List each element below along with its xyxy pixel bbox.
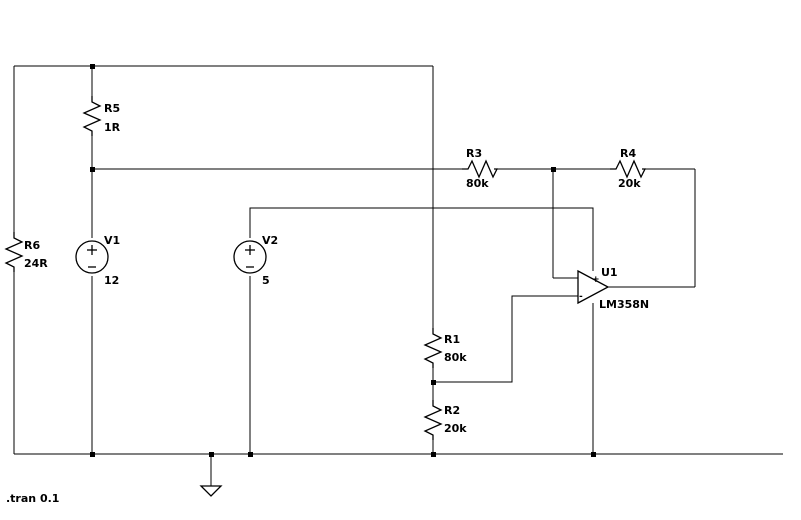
resistor-r3: R3 80k <box>462 147 499 190</box>
v1-value: 12 <box>104 274 119 287</box>
resistor-r3-zigzag <box>462 159 499 179</box>
junctions <box>90 64 596 457</box>
r5-ref: R5 <box>104 102 120 115</box>
opamp-triangle <box>577 269 610 305</box>
ground-symbol <box>199 485 223 497</box>
r6-value: 24R <box>24 257 48 270</box>
v1-circle <box>75 240 109 274</box>
voltage-source-v1: V1 12 <box>75 234 120 287</box>
resistor-r2: R2 20k <box>423 400 467 440</box>
v2-value: 5 <box>262 274 270 287</box>
wire-v2-supply <box>249 207 594 271</box>
junction-dot <box>248 452 253 457</box>
junction-dot <box>591 452 596 457</box>
junction-dot <box>90 452 95 457</box>
r4-ref: R4 <box>620 147 636 160</box>
resistor-r5: R5 1R <box>82 96 121 136</box>
junction-dot <box>90 64 95 69</box>
opamp-pin-noninv-symbol: + <box>592 275 600 285</box>
r4-value: 20k <box>618 177 641 190</box>
resistor-r6-zigzag <box>4 232 24 272</box>
r1-value: 80k <box>444 351 467 364</box>
resistor-r1: R1 80k <box>423 328 467 368</box>
resistor-r4-zigzag <box>610 159 647 179</box>
voltage-source-v2: V2 5 <box>233 234 278 287</box>
r5-value: 1R <box>104 121 121 134</box>
r2-ref: R2 <box>444 404 460 417</box>
junction-dot <box>90 167 95 172</box>
r6-ref: R6 <box>24 239 40 252</box>
u1-value: LM358N <box>599 298 649 311</box>
junction-dot <box>209 452 214 457</box>
spice-directive: .tran 0.1 <box>6 492 59 505</box>
v2-ref: V2 <box>262 234 278 247</box>
resistor-r6: R6 24R <box>4 232 48 272</box>
r2-value: 20k <box>444 422 467 435</box>
opamp-pin-inv-symbol: - <box>579 292 583 302</box>
resistor-r1-zigzag <box>423 328 443 368</box>
opamp-u1: + - U1 LM358N <box>577 266 649 311</box>
resistor-r5-zigzag <box>82 96 102 136</box>
resistor-r4: R4 20k <box>610 147 647 190</box>
r3-ref: R3 <box>466 147 482 160</box>
r1-ref: R1 <box>444 333 460 346</box>
v2-circle <box>233 240 267 274</box>
u1-ref: U1 <box>601 266 618 279</box>
junction-dot <box>431 380 436 385</box>
r3-value: 80k <box>466 177 489 190</box>
junction-dot <box>431 452 436 457</box>
wires <box>13 65 783 486</box>
v1-ref: V1 <box>104 234 120 247</box>
junction-dot <box>551 167 556 172</box>
wire-noninv <box>433 295 578 383</box>
resistor-r2-zigzag <box>423 400 443 440</box>
